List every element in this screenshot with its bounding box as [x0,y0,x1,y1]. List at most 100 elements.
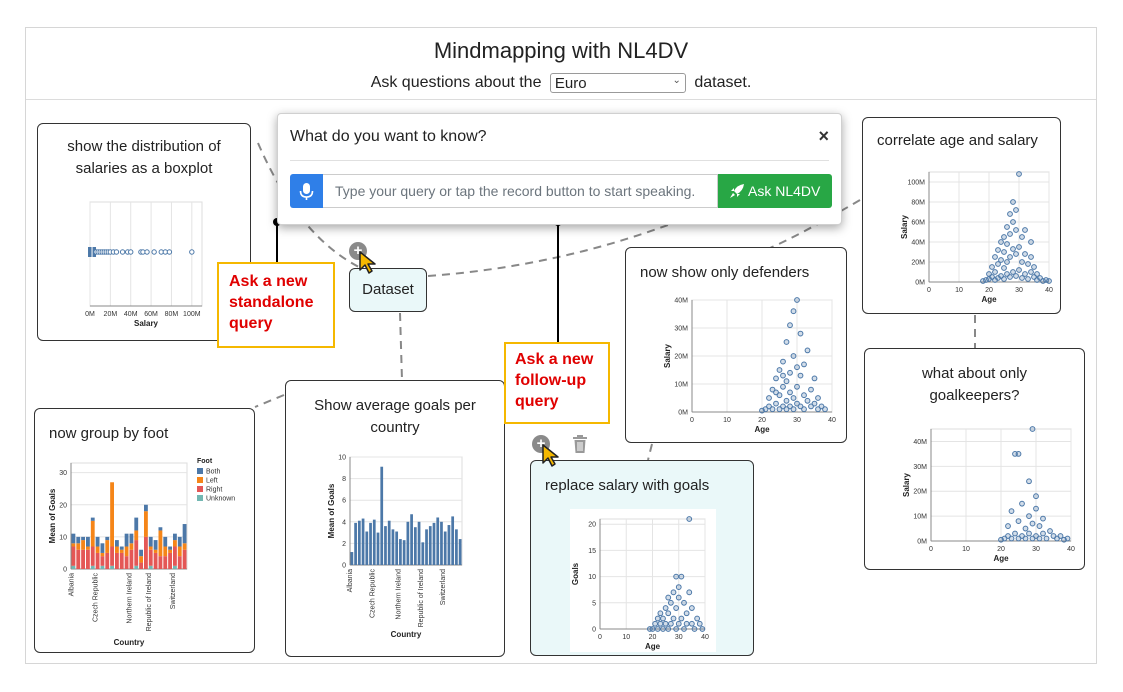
y-axis-label: Goals [571,562,580,585]
record-button[interactable] [290,174,323,208]
data-point [766,395,772,401]
x-tick-label: 10 [723,417,731,424]
bar-segment [71,543,76,547]
data-point [797,372,804,379]
data-point [670,589,677,596]
data-point [1019,275,1025,281]
data-point [811,400,818,407]
bar-segment [177,556,182,569]
data-point [667,620,674,627]
data-point [1007,254,1013,260]
outlier-point [189,249,195,255]
card-title: replace salary with goals [545,477,710,494]
legend-label: Right [206,487,222,494]
close-icon[interactable]: × [818,126,829,146]
x-axis-label: Salary [134,319,159,328]
bar-segment [119,549,124,553]
x-axis-label: Age [645,642,661,651]
bar-segment [76,543,81,550]
data-point [1022,271,1028,277]
edge-correlate-defenders [769,199,861,249]
bar-segment [115,546,119,553]
data-point [773,389,779,396]
data-point [998,257,1004,263]
legend-label: Left [206,478,218,485]
data-point [694,615,701,622]
dialog-title: What do you want to know? [290,128,487,145]
data-point [1036,523,1043,529]
data-point [654,615,661,622]
y-tick-label: 2 [342,541,346,548]
data-point [1001,234,1007,240]
outlier-point [166,249,173,255]
y-tick-label: 20M [911,260,925,267]
callout-line: Ask a new [229,273,308,290]
callout-line: follow-up [515,372,587,389]
data-point [673,573,680,580]
bar-segment [100,543,105,553]
data-point [1004,241,1010,247]
data-point [1019,259,1025,265]
ask-button[interactable]: Ask NL4DV [718,174,832,208]
data-point [657,620,664,627]
data-point [790,353,797,359]
data-point [665,594,672,601]
data-point [688,620,695,627]
outlier-point [113,249,120,255]
query-input[interactable]: Type your query or tap the record button… [323,174,718,208]
bar-segment [90,565,95,569]
bar [350,552,354,565]
data-point [773,375,779,382]
data-point [1019,234,1025,240]
outlier-point [119,249,126,255]
bar-segment [163,546,168,557]
outlier-point [144,249,150,255]
data-point [1029,426,1036,432]
dataset-node[interactable]: Dataset [349,268,427,312]
bar [391,529,395,565]
callout-line: query [229,315,273,332]
bar-segment [95,536,100,547]
page-title: Mindmapping with NL4DV [433,38,689,63]
data-point [652,620,659,627]
y-tick-label: 5 [592,600,596,607]
data-point [1026,513,1032,520]
y-tick-label: 10 [59,534,67,541]
x-tick-label: 80M [165,311,179,318]
card-title-line-2: goalkeepers? [929,387,1020,404]
data-point [1028,239,1034,245]
bar-segment [95,552,100,569]
dataset-select[interactable]: Euro ⌄ [549,73,686,93]
trash-icon[interactable] [571,434,589,454]
data-point [683,620,690,627]
bar-segment [139,556,143,563]
data-point [992,269,998,275]
bar [428,526,432,565]
data-point [1043,535,1050,542]
data-point [649,626,656,632]
data-point [783,378,790,385]
y-tick-label: 30 [59,470,67,477]
data-point [815,395,821,401]
bar-segment [105,552,110,569]
data-point [989,264,995,270]
data-point [1022,251,1028,257]
edge-dataset-goals [399,312,403,381]
legend-swatch [197,477,203,483]
data-point [773,400,779,407]
x-tick-label: 100M [183,311,201,318]
card-boxplot[interactable]: show the distribution of salaries as a b… [37,123,251,341]
data-point [790,395,797,401]
x-tick-label: 0 [927,287,931,294]
bar-segment [90,517,95,521]
x-tick-label: Albania [68,573,75,596]
card-title: what about only goalkeepers? [865,363,1084,407]
legend-title: Foot [197,458,213,465]
card-title: now group by foot [49,425,169,442]
